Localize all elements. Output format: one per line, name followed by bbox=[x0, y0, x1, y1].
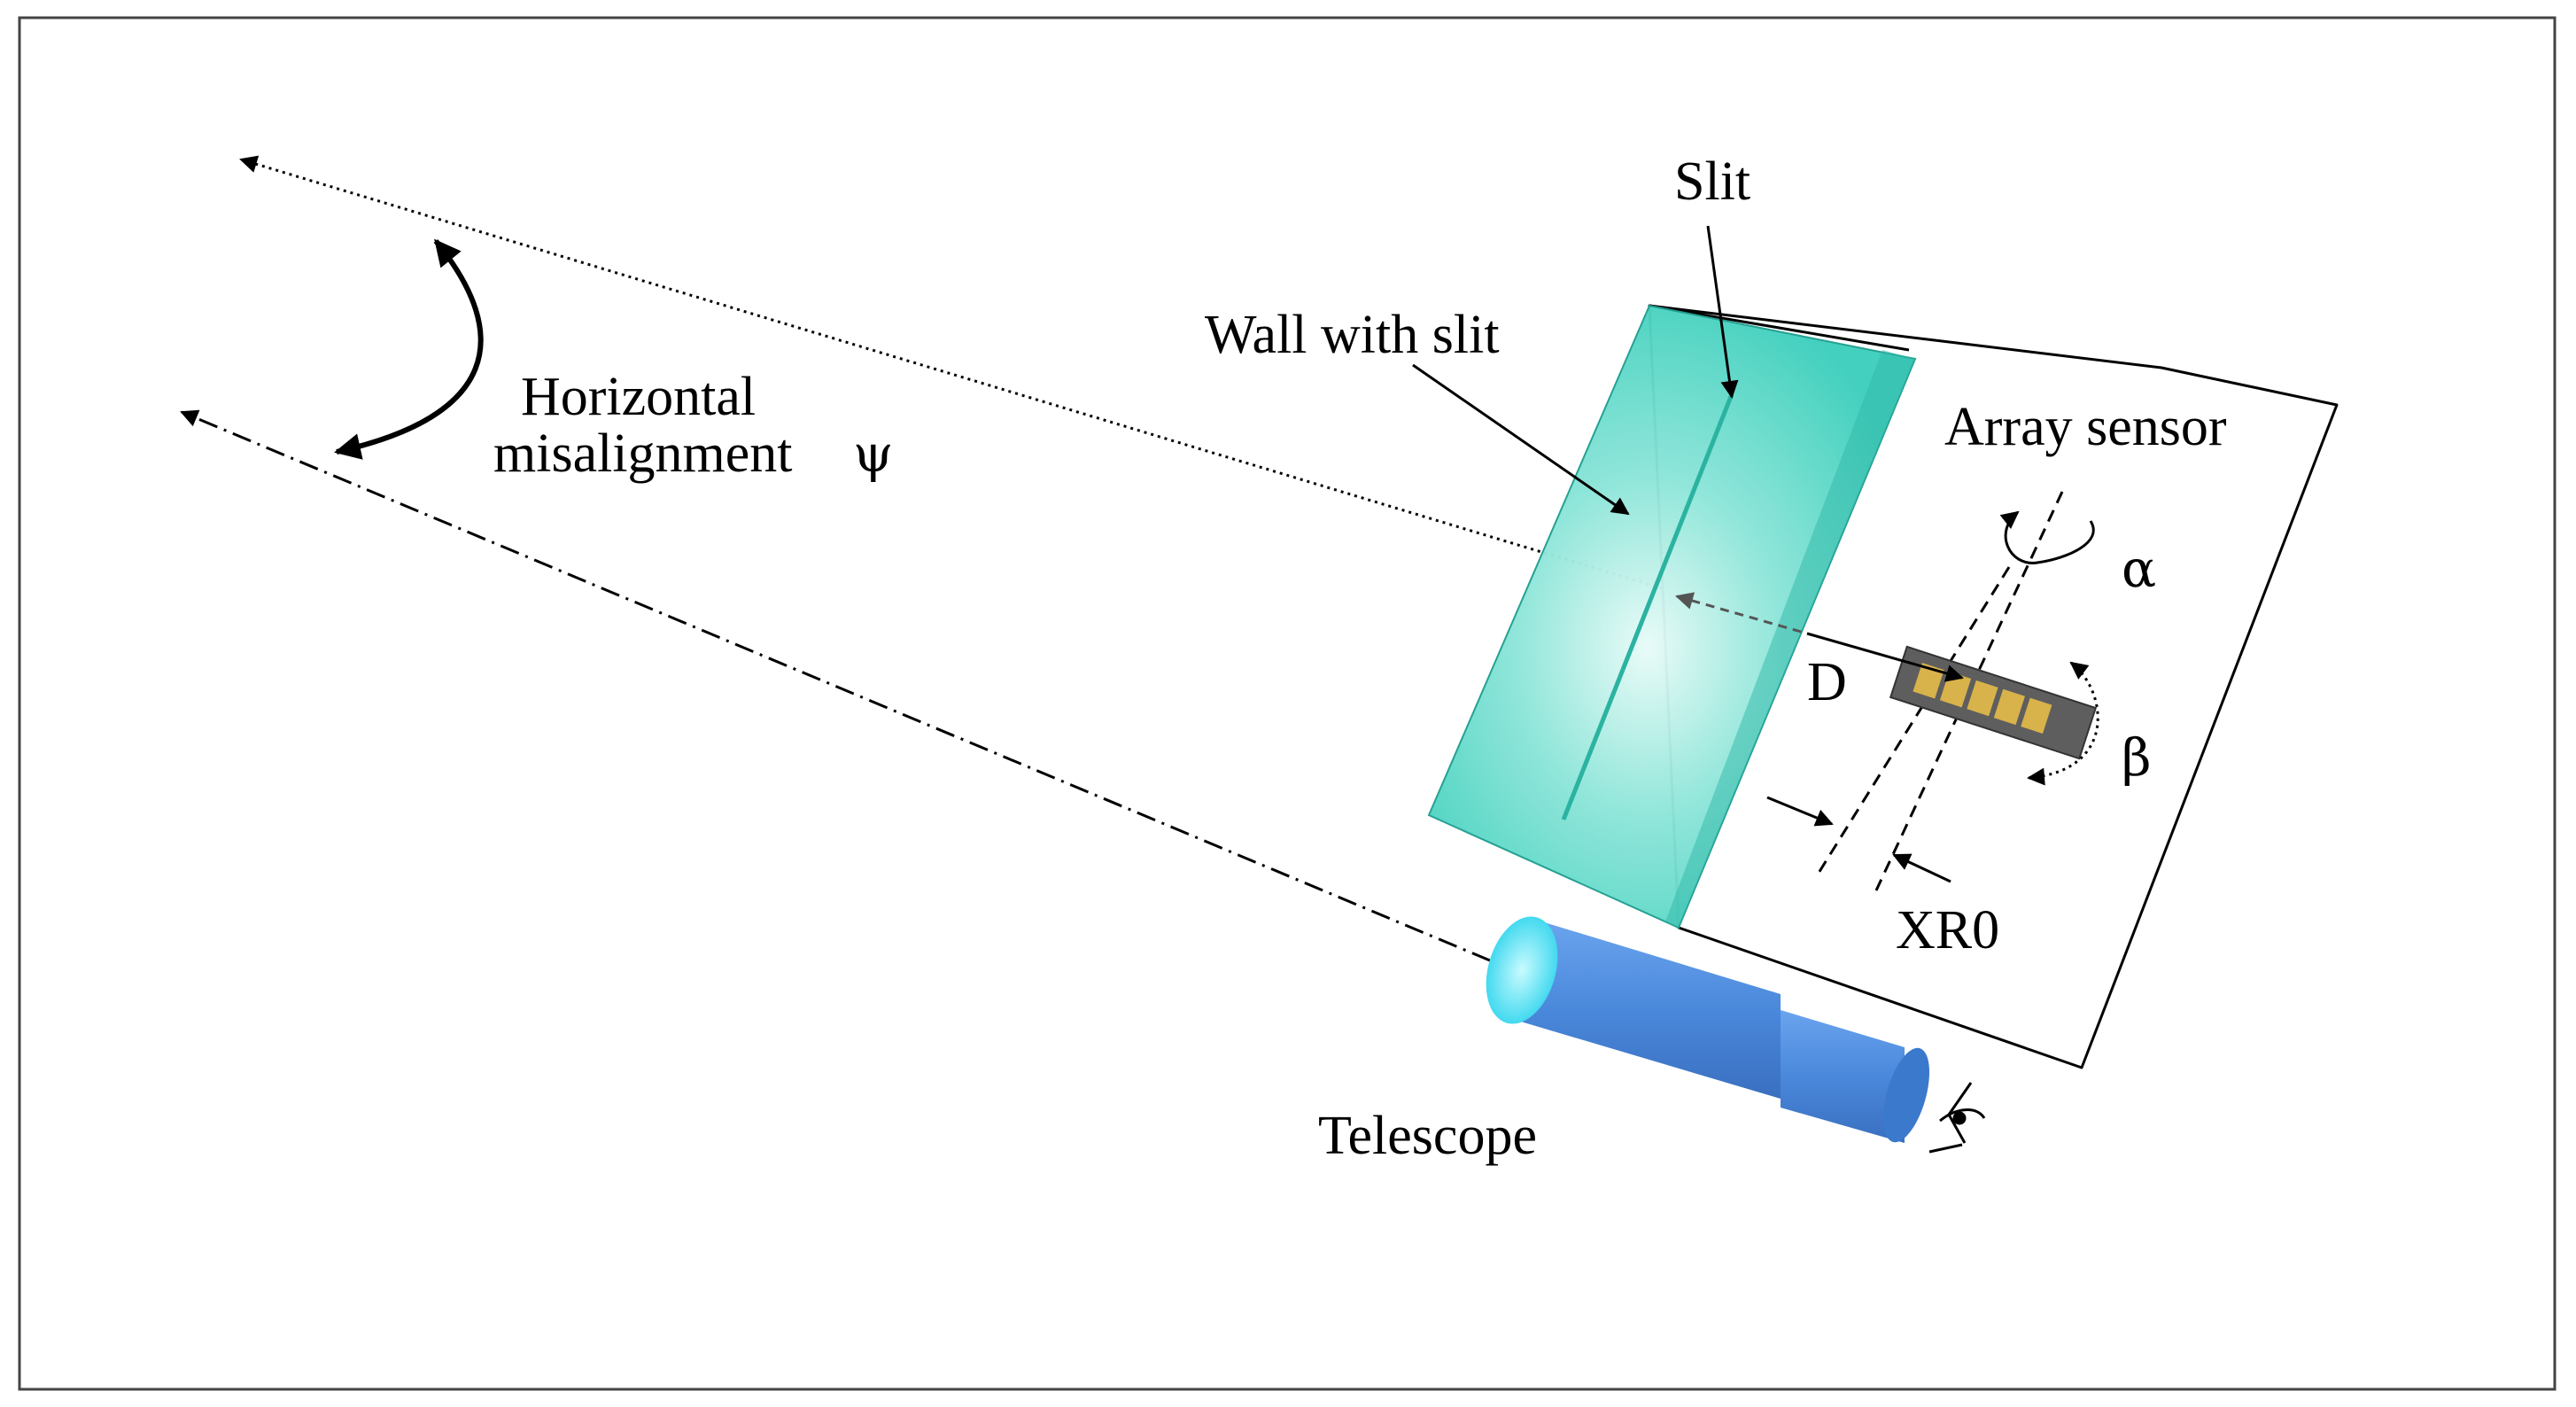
beta-symbol: β bbox=[2122, 727, 2152, 788]
distance-d-label: D bbox=[1807, 652, 1847, 712]
psi-symbol: ψ bbox=[853, 424, 893, 484]
xr0-right-arrow bbox=[1892, 853, 1951, 883]
misalignment-arc-arrow bbox=[334, 238, 484, 460]
telescope-label: Telescope bbox=[1318, 1106, 1537, 1166]
telescope bbox=[1486, 916, 1930, 1143]
xr0-left-arrow bbox=[1766, 796, 1834, 827]
misalignment-label-line2: misalignment bbox=[493, 424, 793, 484]
figure-border bbox=[18, 16, 2557, 1391]
slit bbox=[1561, 393, 1734, 820]
array-sensor-label: Array sensor bbox=[1944, 397, 2227, 457]
slit-label: Slit bbox=[1674, 152, 1750, 212]
distance-d-arrow-solid bbox=[1806, 632, 1964, 682]
wall-with-slit bbox=[1427, 304, 1917, 929]
telescope-lens bbox=[1486, 916, 1558, 1024]
xr0-label: XR0 bbox=[1896, 900, 1999, 960]
alpha-symbol: α bbox=[2122, 539, 2156, 599]
distance-d-arrow bbox=[1675, 592, 1808, 635]
beta-rotation-arrow bbox=[2027, 661, 2099, 786]
telescope-line-of-sight bbox=[180, 409, 1525, 976]
alpha-rotation-arrow bbox=[1999, 510, 2095, 564]
misalignment-label-line1: Horizontal bbox=[521, 367, 756, 427]
wall-leader bbox=[1412, 363, 1630, 516]
wall-label: Wall with slit bbox=[1205, 305, 1500, 365]
slit-leader bbox=[1706, 225, 1739, 399]
eye-icon bbox=[1928, 1082, 1986, 1154]
sensor-rotation-axis bbox=[1874, 491, 2064, 891]
